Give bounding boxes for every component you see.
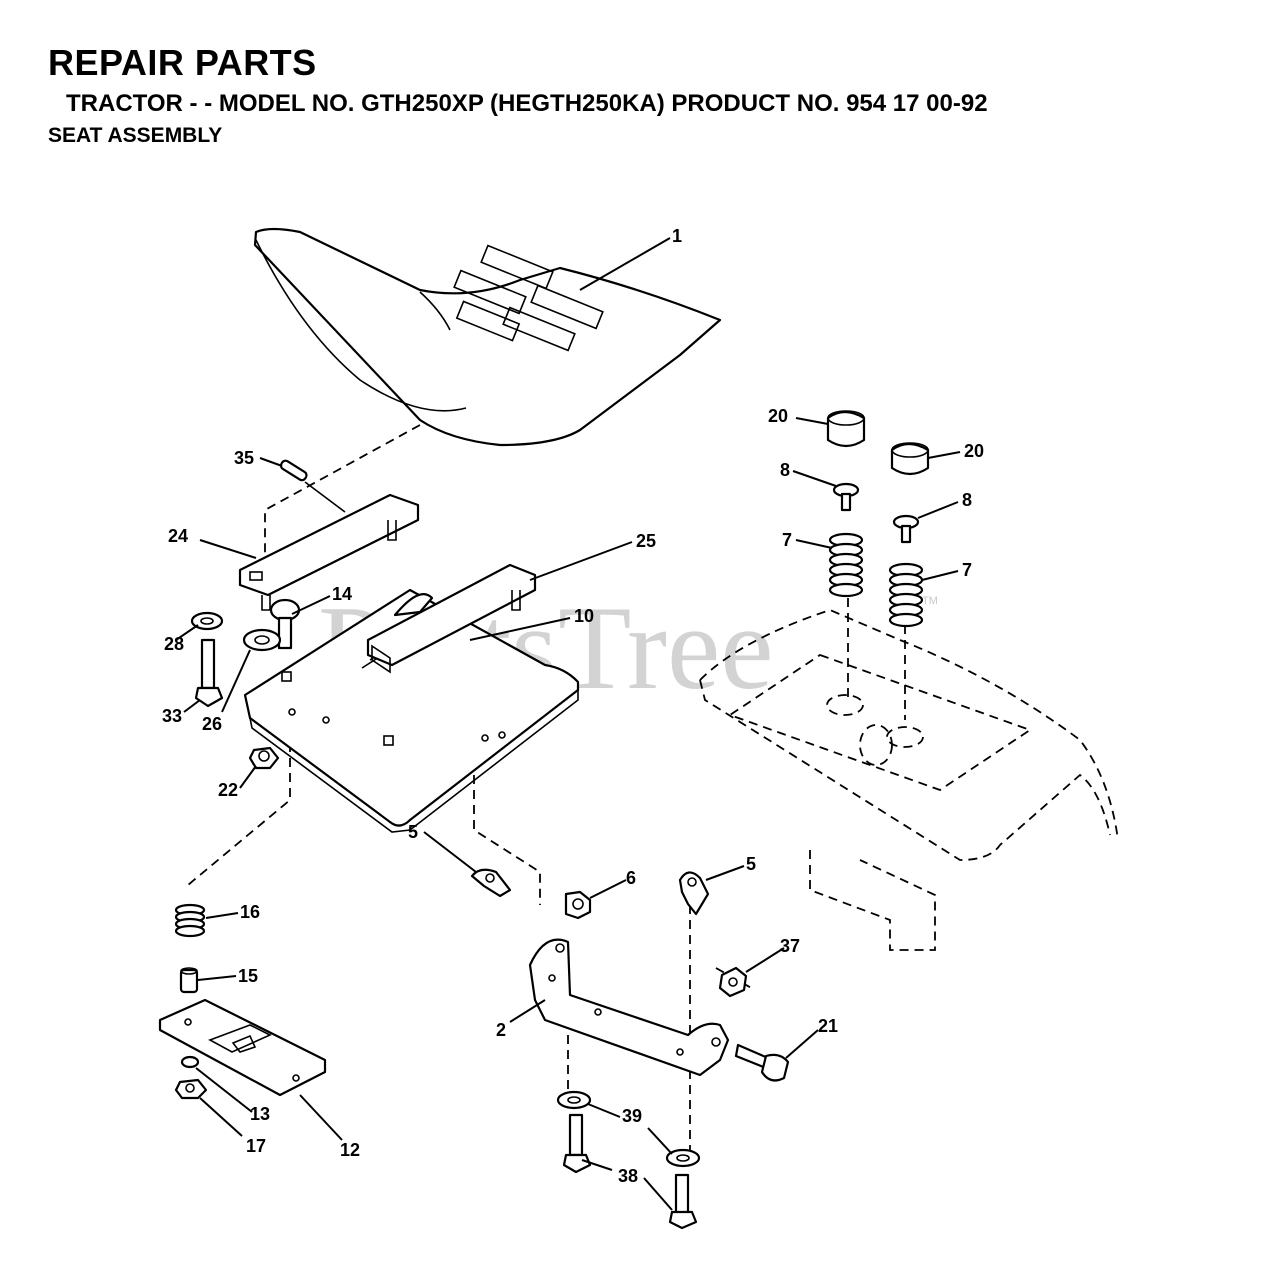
nut-17-part[interactable] bbox=[174, 1078, 208, 1100]
callout-8-right: 8 bbox=[962, 490, 972, 510]
watermark-tm: TM bbox=[922, 595, 938, 607]
callout-7-right: 7 bbox=[962, 560, 972, 580]
callout-38: 38 bbox=[618, 1166, 638, 1186]
spring-7-left-part[interactable] bbox=[828, 532, 864, 598]
callout-10: 10 bbox=[574, 606, 594, 626]
nut-13-part[interactable] bbox=[180, 1055, 200, 1069]
callout-20-left: 20 bbox=[768, 406, 788, 426]
callout-28: 28 bbox=[164, 634, 184, 654]
bolt-33-part[interactable] bbox=[194, 638, 224, 708]
callout-14: 14 bbox=[332, 584, 352, 604]
callout-13: 13 bbox=[250, 1104, 270, 1124]
washer-39-left-part[interactable] bbox=[556, 1090, 592, 1110]
nut-8-left-part[interactable] bbox=[832, 482, 860, 512]
callout-2: 2 bbox=[496, 1020, 506, 1040]
washer-28-part[interactable] bbox=[190, 611, 224, 631]
bolt-38-right-part[interactable] bbox=[668, 1173, 698, 1230]
page-title: REPAIR PARTS bbox=[48, 42, 317, 83]
section-title: SEAT ASSEMBLY bbox=[48, 124, 223, 147]
seat-part[interactable] bbox=[253, 227, 722, 447]
callout-22: 22 bbox=[218, 780, 238, 800]
pin-35-part[interactable] bbox=[279, 459, 346, 513]
carriage-bolt-14-part[interactable] bbox=[269, 598, 301, 650]
callout-5-left: 5 bbox=[408, 822, 418, 842]
callout-21: 21 bbox=[818, 1016, 838, 1036]
callout-20-right: 20 bbox=[964, 441, 984, 461]
callout-24: 24 bbox=[168, 526, 188, 546]
callout-39: 39 bbox=[622, 1106, 642, 1126]
callout-33: 33 bbox=[162, 706, 182, 726]
callout-7-left: 7 bbox=[782, 530, 792, 550]
callout-25: 25 bbox=[636, 531, 656, 551]
clip-5-right-part[interactable] bbox=[678, 871, 710, 916]
latch-bracket-12-part[interactable] bbox=[158, 998, 327, 1097]
bumper-20-right-part[interactable] bbox=[890, 442, 930, 476]
callout-5-right: 5 bbox=[746, 854, 756, 874]
shoulder-bolt-21-part[interactable] bbox=[734, 1043, 790, 1082]
seat-pan-part[interactable] bbox=[243, 588, 580, 833]
spring-7-right-part[interactable] bbox=[888, 562, 924, 628]
nut-8-right-part[interactable] bbox=[892, 514, 920, 544]
leader-lines bbox=[175, 237, 961, 1211]
spring-16-part[interactable] bbox=[174, 903, 206, 938]
callout-26: 26 bbox=[202, 714, 222, 734]
washer-39-right-part[interactable] bbox=[665, 1148, 701, 1168]
nut-22-part[interactable] bbox=[248, 746, 280, 770]
callout-16: 16 bbox=[240, 902, 260, 922]
callout-8-left: 8 bbox=[780, 460, 790, 480]
seat-bracket-2-part[interactable] bbox=[528, 938, 730, 1077]
callout-12: 12 bbox=[340, 1140, 360, 1160]
callout-15: 15 bbox=[238, 966, 258, 986]
fender-reference bbox=[699, 609, 1119, 951]
spacer-15-part[interactable] bbox=[179, 967, 199, 994]
bumper-20-left-part[interactable] bbox=[826, 410, 866, 448]
clip-5-left-part[interactable] bbox=[470, 868, 512, 898]
nut-6-part[interactable] bbox=[564, 890, 592, 920]
bolt-38-left-part[interactable] bbox=[562, 1113, 592, 1174]
callout-35: 35 bbox=[234, 448, 254, 468]
model-subtitle: TRACTOR - - MODEL NO. GTH250XP (HEGTH250… bbox=[66, 90, 988, 117]
callout-1: 1 bbox=[672, 226, 682, 246]
callout-6: 6 bbox=[626, 868, 636, 888]
rail-24-part[interactable] bbox=[238, 493, 420, 611]
washer-26-part[interactable] bbox=[242, 628, 282, 652]
rail-25-part[interactable] bbox=[366, 563, 537, 674]
nut-37-part[interactable] bbox=[718, 966, 748, 998]
callout-17: 17 bbox=[246, 1136, 266, 1156]
callout-37: 37 bbox=[780, 936, 800, 956]
